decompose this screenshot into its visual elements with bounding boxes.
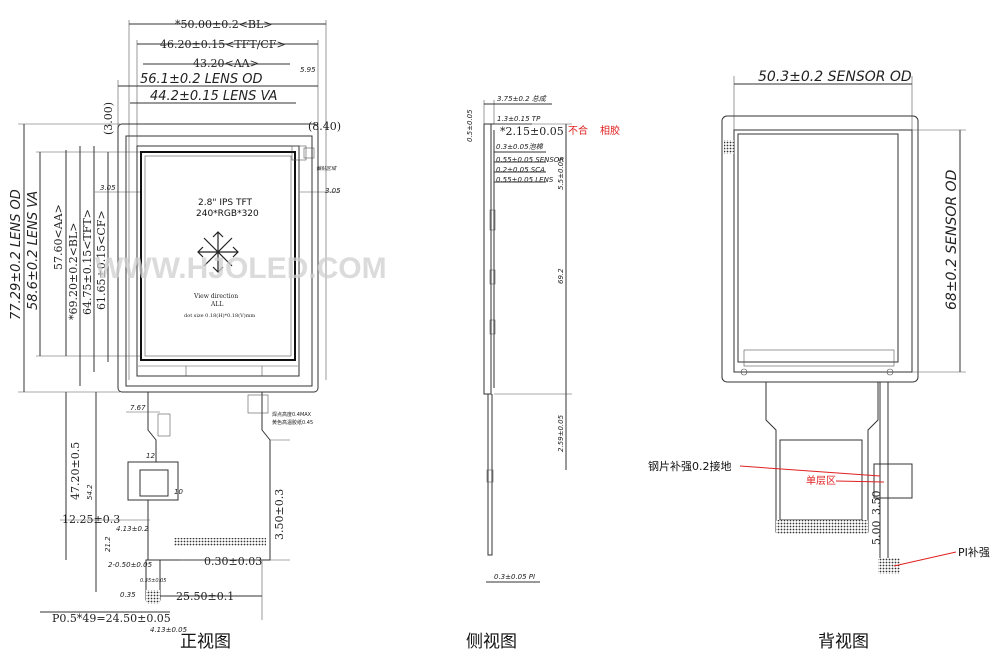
back-view: 50.3±0.2 SENSOR OD 68±0.2 SENSOR OD 钢片补强… <box>648 69 990 652</box>
back-od-h: 50.3±0.2 SENSOR OD <box>758 69 912 85</box>
dim-aa: 43.20<AA> <box>193 57 259 70</box>
back-sensor <box>733 129 913 373</box>
fpc-outline <box>127 392 271 561</box>
dim-050: 2-0.50±0.05 <box>108 561 153 569</box>
dim-1225: 12.25±0.3 <box>62 513 120 526</box>
front-view: *50.00±0.2<BL> 46.20±0.15<TFT/CF> 43.20<… <box>9 18 387 652</box>
side-body <box>483 123 492 395</box>
single-layer-zone <box>873 463 913 499</box>
dim-413b: 4.13±0.05 <box>150 626 188 634</box>
fpc-fingers <box>174 538 266 546</box>
side-foam: 0.3±0.05泡棉 <box>496 143 544 151</box>
steel-label: 钢片补强0.2接地 <box>648 460 732 473</box>
side-tp: 1.3±0.15 TP <box>497 115 541 123</box>
v-aa: 57.60<AA> <box>52 204 65 270</box>
dim-2550: 25.50±0.1 <box>176 590 234 603</box>
side-total: 3.75±0.2 总成 <box>497 95 547 103</box>
back-fpc <box>765 382 879 533</box>
dim-lens-od: 56.1±0.2 LENS OD <box>140 72 262 87</box>
active-area <box>140 151 296 361</box>
tft-outline <box>136 145 300 377</box>
side-lens: 0.55±0.05 LENS <box>496 176 554 184</box>
dim-350: 3.50±0.3 <box>273 489 286 540</box>
back-caption: 背视图 <box>818 632 869 652</box>
dim-035: 0.35 <box>120 591 136 599</box>
dim-840: (8.40) <box>308 120 341 133</box>
back-lens <box>721 115 919 383</box>
side-fpc <box>487 394 493 556</box>
side-pi: 0.3±0.05 PI <box>494 573 535 581</box>
dim-305b: 3.05 <box>325 187 341 195</box>
side-flag1: 不合 <box>568 124 588 137</box>
dim-030: 0.30±0.03 <box>204 555 262 568</box>
view-direction-icon <box>197 231 239 273</box>
ic-block <box>127 461 179 501</box>
dim-12: 12 <box>146 452 155 460</box>
side-sensor: 0.55±0.05 SENSOR <box>496 156 564 164</box>
dim-tft: 46.20±0.15<TFT/CF> <box>160 38 286 51</box>
back-od-v: 68±0.2 SENSOR OD <box>944 169 960 310</box>
view-dir-value: ALL <box>210 301 223 308</box>
dot-size: dot size 0.18(H)*0.18(V)mm <box>184 312 255 319</box>
dim-10: 10 <box>174 488 183 496</box>
dim-4720: 47.20±0.5 <box>69 442 82 500</box>
panel-title: 2.8" IPS TFT <box>198 198 252 208</box>
back-d350: 3.50 <box>870 491 883 516</box>
dim-595: 5.95 <box>300 66 316 74</box>
dim-pitch: P0.5*49=24.50±0.05 <box>52 612 171 625</box>
note1: 焊点高度0.4MAX <box>272 411 312 418</box>
front-caption: 正视图 <box>180 632 231 652</box>
panel-res: 240*RGB*320 <box>196 209 259 219</box>
dim-212: 21.2 <box>104 536 112 552</box>
single-label: 单层区 <box>806 475 836 487</box>
view-area <box>144 155 292 357</box>
side-view: 3.75±0.2 总成 1.3±0.15 TP 0.5±0.05 *2.15±0… <box>466 95 620 652</box>
v-cf: 61.65±0.15<CF> <box>95 210 108 310</box>
sensor-hatch <box>737 133 899 363</box>
dim-bl: *50.00±0.2<BL> <box>175 18 273 31</box>
pi-stiffener <box>878 558 900 574</box>
v-bl: *69.20±0.2<BL> <box>67 222 80 320</box>
side-caption: 侧视图 <box>466 632 517 652</box>
view-dir-label: View direction <box>193 293 238 300</box>
v-tft: 64.75±0.15<TFT> <box>81 209 94 315</box>
dim-413a: 4.13±0.2 <box>116 525 149 533</box>
dim-542: 54.2 <box>86 484 94 500</box>
side-d55: 5.5±0.05 <box>557 157 565 190</box>
note2: 黄色高温胶纸0.45 <box>272 419 313 426</box>
lens-outline <box>117 123 319 393</box>
side-flag2: 相胶 <box>600 124 620 137</box>
backlight-outline <box>125 135 313 387</box>
ic-chip <box>139 469 169 497</box>
corner-mark <box>291 145 307 161</box>
side-sca: 0.2±0.05 SCA <box>496 166 545 174</box>
watermark: WWW.HJOLED.COM <box>95 252 387 285</box>
v-lens-va: 58.6±0.2 LENS VA <box>26 191 41 310</box>
side-d692: 69.2 <box>557 268 565 284</box>
pi-label: PI补强 <box>958 546 990 559</box>
dim-300: (3.00) <box>102 102 115 135</box>
side-main: *2.15±0.05 <box>500 125 564 138</box>
note-small: 偏贴区域 <box>316 165 337 172</box>
dim-lens-va: 44.2±0.15 LENS VA <box>150 89 277 104</box>
side-05: 0.5±0.05 <box>466 109 474 142</box>
dim-small1: 0.35±0.05 <box>140 578 166 584</box>
v-lens-od: 77.29±0.2 LENS OD <box>9 189 24 320</box>
side-d259: 2.59±0.05 <box>557 414 565 452</box>
back-d500: 5.00 <box>870 521 883 546</box>
solder-pad <box>247 394 269 414</box>
dim-767: 7.67 <box>130 404 146 412</box>
